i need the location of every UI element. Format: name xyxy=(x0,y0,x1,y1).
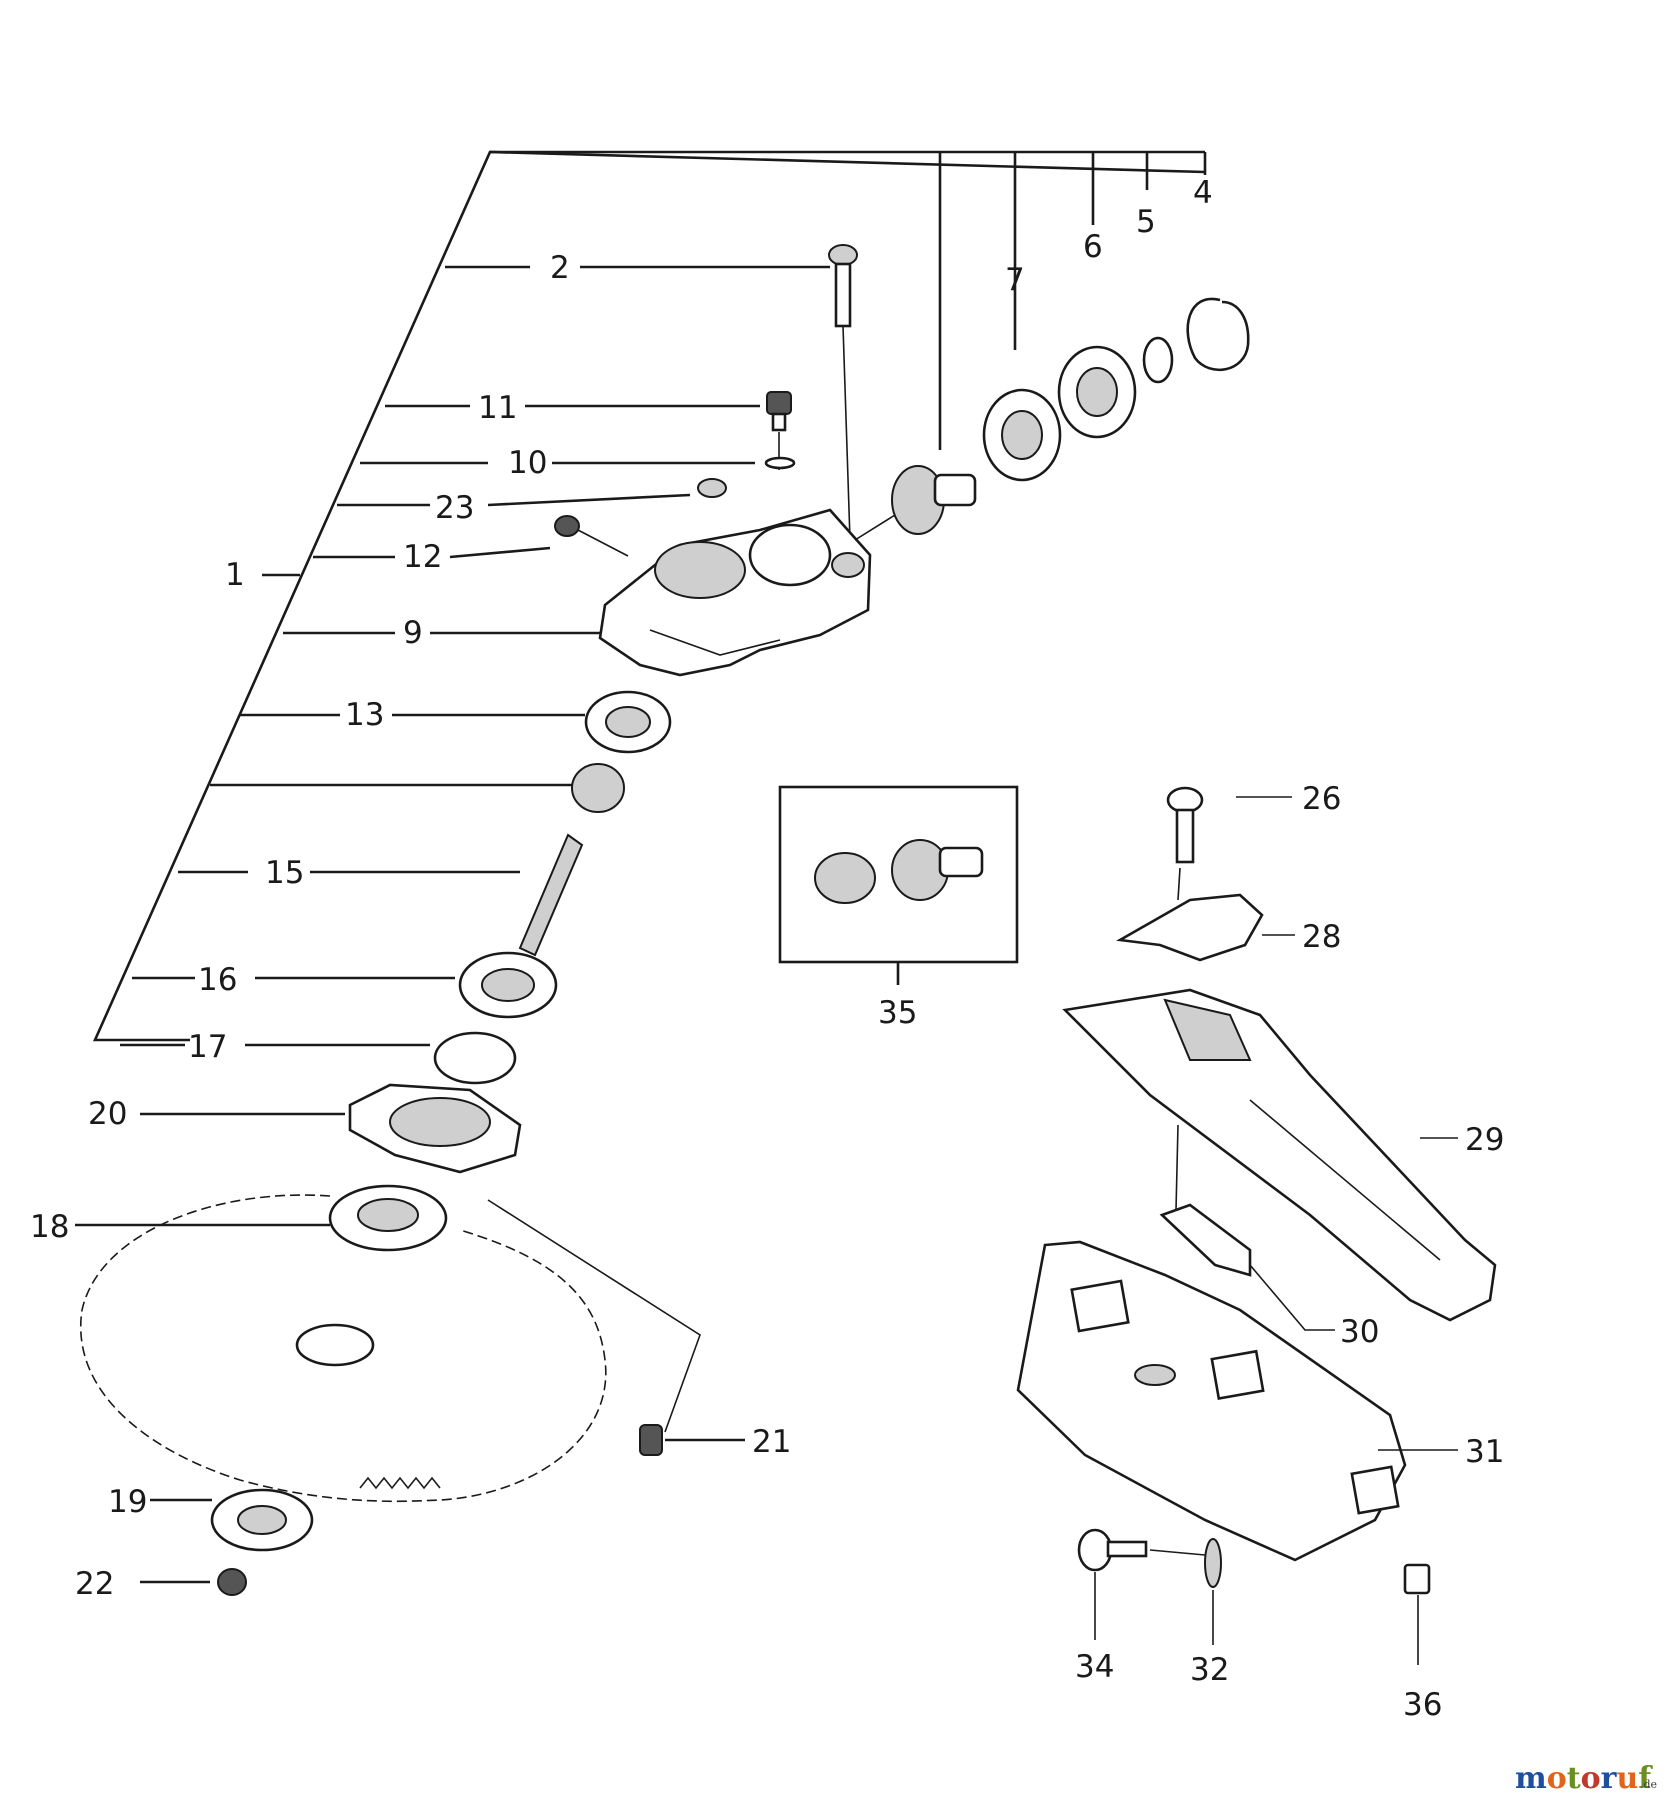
bearing-part-13 xyxy=(584,690,672,754)
washer-part-10 xyxy=(764,456,796,470)
wm-letter-m: m xyxy=(1515,1761,1547,1796)
wm-letter-o2: o xyxy=(1581,1761,1601,1796)
label-part-1: 1 xyxy=(225,557,245,593)
label-part-9: 9 xyxy=(403,615,423,651)
ring-part-5 xyxy=(1142,336,1174,384)
leader-30 xyxy=(1249,1264,1335,1331)
label-part-32: 32 xyxy=(1190,1652,1229,1688)
watermark-logo: motoruf .de xyxy=(1515,1761,1657,1796)
leader-lines xyxy=(75,265,830,1584)
label-part-31: 31 xyxy=(1465,1434,1504,1470)
label-part-5: 5 xyxy=(1136,204,1156,240)
guard-part-29 xyxy=(1062,988,1497,1322)
label-part-16: 16 xyxy=(198,962,237,998)
label-part-10: 10 xyxy=(508,445,547,481)
gear-kit-box xyxy=(778,785,1019,985)
cover-part-19 xyxy=(210,1488,314,1552)
label-part-36: 36 xyxy=(1403,1687,1442,1723)
shaft-part-15 xyxy=(518,833,584,957)
nut-part-36 xyxy=(1403,1563,1431,1665)
label-part-26: 26 xyxy=(1302,781,1341,817)
label-part-6: 6 xyxy=(1083,229,1103,265)
flange-part-20 xyxy=(348,1083,522,1174)
label-part-35: 35 xyxy=(878,995,917,1031)
bolt-part-2 xyxy=(828,244,858,541)
label-part-19: 19 xyxy=(108,1484,147,1520)
label-part-22: 22 xyxy=(75,1566,114,1602)
label-part-15: 15 xyxy=(265,855,304,891)
grease-nipple-part-23 xyxy=(697,478,727,498)
watermark-suffix: .de xyxy=(1640,1778,1657,1791)
label-part-13: 13 xyxy=(345,697,384,733)
label-part-21: 21 xyxy=(752,1424,791,1460)
pinion-gear xyxy=(854,465,977,541)
label-part-30: 30 xyxy=(1340,1314,1379,1350)
label-part-20: 20 xyxy=(88,1096,127,1132)
nut-part-22 xyxy=(217,1568,247,1596)
guard-screw-axis xyxy=(1175,1124,1179,1211)
wm-letter-t: t xyxy=(1567,1761,1581,1796)
holder-part-18 xyxy=(328,1184,448,1252)
wm-letter-f: f xyxy=(1638,1761,1653,1796)
saw-blade xyxy=(79,1194,607,1503)
label-part-4: 4 xyxy=(1193,175,1213,211)
label-part-29: 29 xyxy=(1465,1122,1504,1158)
screw-part-26 xyxy=(1166,786,1204,901)
pin-part-21 xyxy=(487,1199,701,1456)
bearing-part-7 xyxy=(982,388,1062,482)
bracket-part-30 xyxy=(1159,1203,1252,1277)
label-part-17: 17 xyxy=(188,1029,227,1065)
wm-letter-r: r xyxy=(1601,1761,1618,1796)
assembly-bracket-lines xyxy=(92,150,1207,1042)
label-part-12: 12 xyxy=(403,539,442,575)
label-part-23: 23 xyxy=(435,490,474,526)
screw-part-12 xyxy=(554,515,629,557)
bearing-part-6 xyxy=(1057,345,1137,439)
bolt-part-34 xyxy=(1077,1528,1206,1640)
gear-housing-part-9 xyxy=(598,508,872,677)
label-part-18: 18 xyxy=(30,1209,69,1245)
label-part-11: 11 xyxy=(478,390,517,426)
label-part-28: 28 xyxy=(1302,919,1341,955)
watermark-text: motoruf xyxy=(1515,1761,1653,1796)
bearing-part-16 xyxy=(458,951,558,1019)
label-part-7: 7 xyxy=(1005,262,1025,298)
clamp-part-28 xyxy=(1115,893,1264,962)
label-part-34: 34 xyxy=(1075,1649,1114,1685)
wm-letter-o: o xyxy=(1547,1761,1567,1796)
ring-part-17 xyxy=(433,1031,517,1085)
washer-part-32 xyxy=(1204,1538,1222,1645)
part-labels: 1 2 4 5 6 7 9 10 11 12 13 15 16 17 18 19… xyxy=(30,175,1504,1723)
label-part-2: 2 xyxy=(550,250,570,286)
circlip-part-4 xyxy=(1186,297,1250,372)
wm-letter-u: u xyxy=(1616,1761,1638,1796)
bevel-gear xyxy=(571,763,625,813)
guard-plate-part-31 xyxy=(1016,1240,1407,1562)
